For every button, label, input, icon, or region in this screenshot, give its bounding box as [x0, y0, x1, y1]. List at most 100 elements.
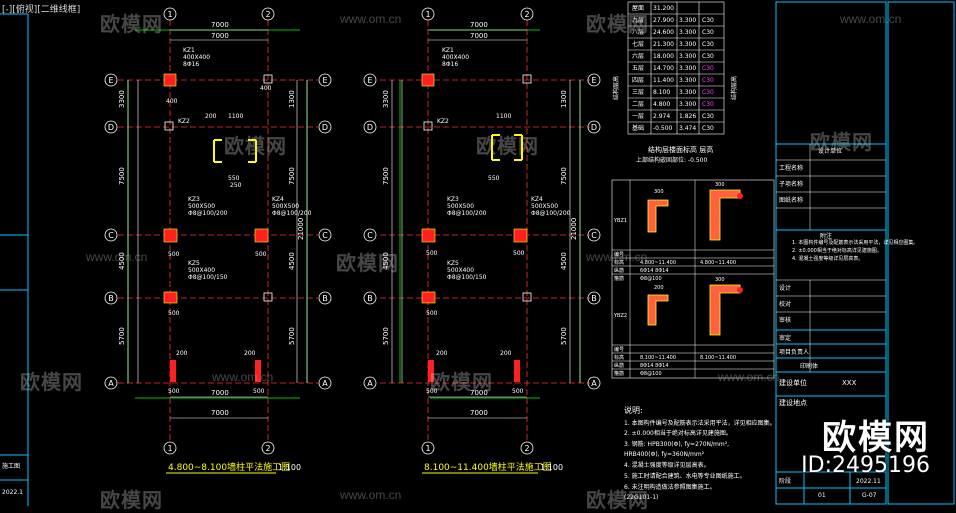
svg-text:工程名称: 工程名称	[779, 164, 803, 172]
svg-text:4500: 4500	[382, 252, 390, 270]
svg-text:3300: 3300	[382, 90, 390, 108]
column-section-table: YBZ1 YBZ2 300 300 200 300 编号 标高 纵筋 箍筋 4.…	[611, 179, 775, 379]
grid-bubble-C-r: C	[322, 231, 328, 240]
dim-bay-bot2: 7000	[211, 409, 229, 417]
design-notes: 说明: 1. 本图构件编号及配筋表示法采用平法，详见相应图集。 2. ±0.00…	[624, 405, 776, 501]
svg-text:4.800~11.400: 4.800~11.400	[640, 260, 676, 266]
svg-text:标高: 标高	[614, 259, 624, 266]
svg-text:400X400: 400X400	[183, 54, 210, 61]
svg-text:Φ8@100/200: Φ8@100/200	[447, 210, 487, 217]
svg-text:500X500: 500X500	[447, 203, 474, 210]
svg-text:C30: C30	[702, 29, 714, 36]
svg-text:4500: 4500	[560, 252, 568, 270]
svg-text:1300: 1300	[560, 90, 568, 108]
svg-text:4. 混凝土强度等级详见层高表。: 4. 混凝土强度等级详见层高表。	[624, 461, 710, 469]
grid-bubble-A-r: A	[322, 379, 328, 388]
svg-text:基础: 基础	[632, 124, 644, 132]
watermark-url: www.om.cn	[840, 12, 902, 26]
svg-text:7000: 7000	[470, 409, 488, 417]
svg-text:六层: 六层	[632, 52, 644, 60]
svg-text:2022.1: 2022.1	[2, 489, 23, 496]
svg-text:Φ8@100: Φ8@100	[640, 371, 662, 377]
watermark-brand: 欧模网	[810, 132, 873, 154]
stamp-brand: 欧模网	[822, 419, 930, 457]
svg-text:500: 500	[426, 310, 438, 317]
svg-text:编号: 编号	[614, 346, 624, 353]
svg-text:三层: 三层	[632, 89, 644, 96]
svg-text:8Φ16: 8Φ16	[183, 61, 199, 68]
watermark-brand: 欧模网	[336, 253, 399, 275]
svg-text:2022.11: 2022.11	[856, 478, 881, 485]
svg-text:21.300: 21.300	[653, 41, 674, 48]
grid-bubble-2-top: 2	[265, 10, 270, 19]
column-kz4-c2	[254, 228, 269, 243]
svg-text:200: 200	[205, 113, 217, 120]
svg-text:Φ8@100/150: Φ8@100/150	[188, 274, 228, 281]
svg-text:3.474: 3.474	[679, 125, 696, 132]
svg-text:附注: 附注	[820, 232, 832, 240]
svg-text:C30: C30	[702, 53, 714, 60]
watermark-brand: 欧模网	[430, 372, 493, 394]
watermark-brand: 欧模网	[20, 372, 83, 394]
svg-text:500X400: 500X400	[188, 267, 215, 274]
watermark-brand: 欧模网	[100, 14, 163, 36]
svg-text:500: 500	[426, 388, 438, 395]
svg-text:C30: C30	[702, 17, 714, 24]
svg-text:4.800~11.400: 4.800~11.400	[700, 260, 736, 266]
left-strip: 施工图 2022.1	[2, 462, 23, 496]
watermark-url: www.om.cn	[340, 12, 402, 26]
grid-bubble-B-l: B	[108, 294, 114, 303]
svg-text:24.600: 24.600	[653, 29, 674, 36]
svg-text:400: 400	[166, 98, 178, 105]
svg-text:8.100: 8.100	[653, 89, 670, 96]
svg-text:300: 300	[715, 182, 725, 188]
column-kz3-c1	[163, 228, 178, 243]
svg-text:4. 混凝土强度等级详见层高表。: 4. 混凝土强度等级详见层高表。	[792, 255, 863, 262]
svg-text:1. 本图构件编号及配筋表示法采用平法，详见相应图集。: 1. 本图构件编号及配筋表示法采用平法，详见相应图集。	[624, 419, 776, 427]
svg-text:500: 500	[512, 388, 524, 395]
svg-text:Φ8@100/150: Φ8@100/150	[447, 274, 487, 281]
grid-bubble-2-bot: 2	[265, 444, 270, 453]
svg-text:施工图: 施工图	[2, 462, 20, 470]
svg-text:500X400: 500X400	[447, 267, 474, 274]
svg-text:C30: C30	[702, 77, 714, 84]
svg-text:标高: 标高	[614, 354, 624, 361]
svg-text:纵筋: 纵筋	[614, 267, 624, 274]
svg-text:7000: 7000	[470, 32, 488, 40]
svg-text:YBZ2: YBZ2	[613, 313, 627, 319]
viewport-control-label[interactable]: [-][俯视][二维线框]	[2, 5, 81, 15]
svg-text:KZ1: KZ1	[442, 47, 454, 54]
svg-text:400: 400	[260, 85, 272, 92]
watermark-url: www.om.cn	[586, 250, 648, 264]
svg-text:7500: 7500	[560, 167, 568, 185]
svg-text:3.300: 3.300	[679, 41, 696, 48]
svg-text:5700: 5700	[560, 327, 568, 345]
grid-bubble-1-top: 1	[167, 10, 172, 19]
dim-span-r2: 7500	[288, 167, 296, 185]
svg-text:结构层楼面标高 层高: 结构层楼面标高 层高	[648, 145, 713, 154]
svg-text:5. 施工时请配合建筑、水电等专业图纸施工。: 5. 施工时请配合建筑、水电等专业图纸施工。	[624, 472, 746, 480]
svg-text:500: 500	[426, 250, 438, 257]
svg-text:B: B	[591, 294, 597, 303]
svg-text:1100: 1100	[228, 113, 243, 120]
svg-text:C30: C30	[702, 41, 714, 48]
grid-bubble-C-l: C	[108, 231, 114, 240]
watermark-brand: 欧模网	[100, 490, 163, 512]
svg-text:A: A	[591, 379, 597, 388]
svg-text:500: 500	[168, 310, 180, 317]
svg-text:上部结构嵌固部位: -0.500: 上部结构嵌固部位: -0.500	[636, 156, 707, 164]
svg-text:C30: C30	[702, 65, 714, 72]
svg-text:500: 500	[168, 388, 180, 395]
svg-text:500: 500	[255, 251, 267, 258]
svg-text:图纸名称: 图纸名称	[779, 196, 803, 204]
grid-bubble-1-bot: 1	[167, 444, 172, 453]
svg-text:箍筋: 箍筋	[614, 370, 624, 377]
svg-text:阶段: 阶段	[779, 477, 791, 485]
svg-text:KZ1: KZ1	[183, 47, 195, 54]
stamp-id: ID:2495196	[801, 453, 930, 478]
svg-text:七层: 七层	[632, 40, 644, 48]
svg-text:项目负责人: 项目负责人	[779, 348, 809, 356]
watermark-url: www.om.cn	[86, 250, 148, 264]
